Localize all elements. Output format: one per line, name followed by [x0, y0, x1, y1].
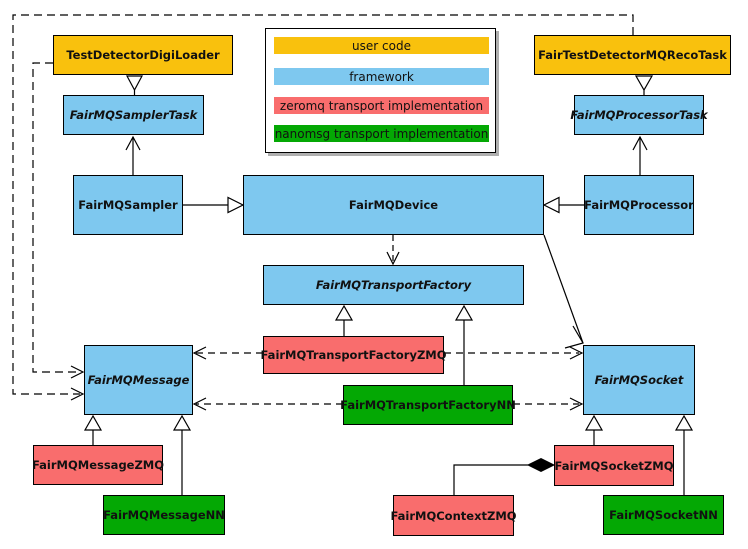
node-fairmq-processor: FairMQProcessor [584, 175, 694, 235]
node-test-detector-digi-loader: TestDetectorDigiLoader [53, 35, 233, 75]
edge-device-to-socket [543, 234, 584, 349]
edge-factorynn-to-socket [513, 397, 584, 411]
node-fairmq-processor-task: FairMQProcessorTask [570, 95, 708, 135]
edge-factoryzmq-to-factory [334, 304, 354, 336]
node-label: FairMQProcessor [584, 198, 694, 212]
node-fairmq-transport-factory: FairMQTransportFactory [263, 265, 524, 305]
legend-label: nanomsg transport implementation [274, 126, 489, 141]
node-fairmq-message: FairMQMessage [84, 345, 193, 415]
edge-socketnn-to-socket [674, 414, 694, 495]
legend: user code framework zeromq transport imp… [265, 28, 496, 153]
node-fairmq-transport-factory-nn: FairMQTransportFactoryNN [340, 385, 516, 425]
node-fairmq-sampler: FairMQSampler [73, 175, 183, 235]
edge-processor-to-processortask [632, 135, 648, 175]
node-fairmq-socket-nn: FairMQSocketNN [603, 495, 724, 535]
edge-recotask-processortask [634, 75, 654, 95]
legend-item-user-code: user code [274, 37, 489, 54]
legend-item-zeromq: zeromq transport implementation [274, 97, 489, 114]
node-fairmq-message-nn: FairMQMessageNN [103, 495, 225, 535]
node-label: FairMQDevice [348, 198, 439, 212]
node-label: FairMQTransportFactory [315, 278, 472, 292]
edge-messagenn-to-message [172, 414, 192, 495]
legend-item-framework: framework [274, 68, 489, 85]
edge-processor-to-device [542, 196, 584, 214]
legend-label: framework [349, 69, 414, 84]
node-label: FairMQSocket [594, 373, 684, 387]
legend-label: user code [352, 38, 411, 53]
legend-label: zeromq transport implementation [279, 98, 484, 113]
edge-sampler-to-device [183, 196, 245, 214]
node-fair-test-detector-mq-reco-task: FairTestDetectorMQRecoTask [534, 35, 731, 75]
node-fairmq-socket-zmq: FairMQSocketZMQ [554, 445, 674, 486]
node-fairmq-message-zmq: FairMQMessageZMQ [31, 445, 165, 485]
node-label: FairMQSampler [78, 198, 178, 212]
node-label: FairMQProcessorTask [570, 108, 708, 122]
node-label: FairMQTransportFactoryNN [340, 398, 516, 412]
node-label: FairMQContextZMQ [390, 508, 517, 523]
edge-factoryzmq-to-message [192, 346, 263, 360]
edge-device-to-factory [386, 235, 400, 266]
node-fairmq-transport-factory-zmq: FairMQTransportFactoryZMQ [260, 336, 447, 374]
node-fairmq-context-zmq: FairMQContextZMQ [390, 495, 517, 536]
node-label: FairMQMessageZMQ [31, 458, 165, 472]
node-label: FairMQMessage [87, 373, 190, 387]
node-label: FairMQSocketNN [609, 508, 718, 522]
legend-item-nanomsg: nanomsg transport implementation [274, 125, 489, 142]
edge-factorynn-to-factory [454, 304, 474, 385]
edge-contextzmq-to-socketzmq [453, 457, 556, 495]
node-fairmq-device: FairMQDevice [243, 175, 544, 235]
node-fairmq-socket: FairMQSocket [583, 345, 695, 415]
edge-digiloader-to-message [32, 62, 85, 379]
node-label: FairTestDetectorMQRecoTask [538, 48, 727, 62]
node-label: FairMQTransportFactoryZMQ [260, 348, 447, 362]
node-label: TestDetectorDigiLoader [66, 48, 220, 62]
node-label: FairMQSamplerTask [69, 108, 198, 122]
edge-digiloader-samplertask [125, 75, 144, 95]
edge-messagezmq-to-message [83, 414, 103, 445]
edge-socketzmq-to-socket [584, 414, 604, 445]
node-fairmq-sampler-task: FairMQSamplerTask [63, 95, 204, 135]
node-label: FairMQSocketZMQ [554, 458, 674, 473]
node-label: FairMQMessageNN [103, 508, 225, 522]
edge-recotask-to-message [12, 14, 634, 401]
edge-factoryzmq-to-socket [444, 346, 584, 360]
edge-sampler-to-samplertask [125, 135, 141, 175]
edge-factorynn-to-message [192, 397, 343, 411]
